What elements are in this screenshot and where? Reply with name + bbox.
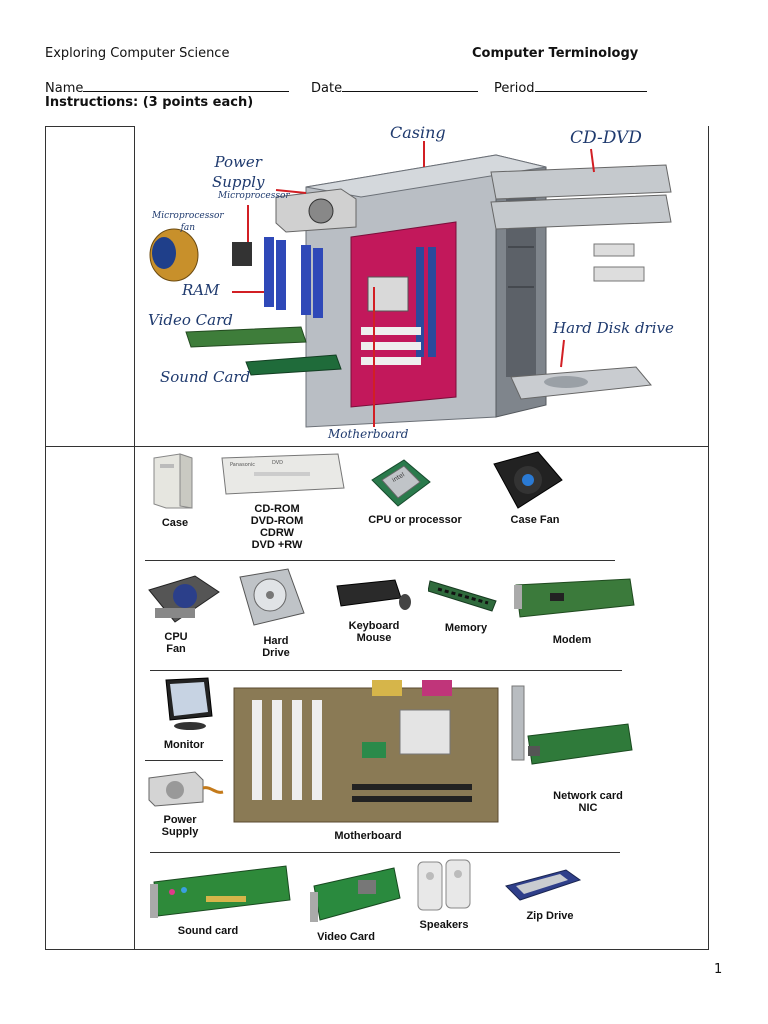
label-ram: RAM	[182, 281, 220, 299]
label-video-card: Video Card	[148, 311, 233, 329]
sound-card-shape	[245, 354, 342, 376]
ram-shape	[264, 237, 323, 318]
label-cpu-fan: CPU Fan	[164, 631, 188, 655]
worksheet-title: Computer Terminology	[472, 46, 639, 61]
label-speakers: Speakers	[419, 919, 469, 931]
keyboard-mouse-icon	[336, 579, 411, 610]
memory-icon	[428, 580, 497, 612]
cd-logo-text: DVD	[272, 460, 283, 466]
label-power-supply: Power Supply	[161, 814, 199, 838]
label-case: Case	[161, 517, 189, 529]
power-supply-icon	[148, 771, 224, 807]
label-cd-dvd: CD-DVD	[570, 128, 642, 148]
course-title: Exploring Computer Science	[45, 46, 230, 61]
cd-dvd-shape	[490, 164, 672, 282]
label-motherboard: Motherboard	[328, 427, 409, 441]
label-microprocessor: Microprocessor	[218, 191, 290, 201]
exploded-computer-diagram	[149, 141, 672, 428]
date-field[interactable]: Date	[311, 79, 479, 96]
answer-cell-2[interactable]	[45, 446, 135, 950]
label-hard-drive: Hard Drive	[262, 635, 290, 659]
case-icon	[153, 453, 193, 509]
label-power-supply: Power Supply	[212, 153, 265, 191]
name-label: Name	[45, 81, 84, 96]
name-field[interactable]: Name	[45, 79, 290, 96]
zip-drive-icon	[505, 869, 582, 901]
hard-disk-drive-shape	[510, 366, 652, 400]
divider-3a	[145, 760, 223, 761]
label-sound-card: Sound Card	[160, 368, 251, 386]
divider-2	[150, 670, 622, 671]
cd-rom-drive-icon: Panasonic DVD	[221, 453, 345, 495]
page-number: 1	[714, 962, 723, 977]
period-line[interactable]	[534, 79, 647, 92]
date-label: Date	[311, 81, 343, 96]
cpu-processor-icon: intel	[371, 459, 431, 507]
label-zip-drive: Zip Drive	[526, 910, 574, 922]
answer-cell-1[interactable]	[45, 126, 135, 447]
label-microprocessor-fan: Microprocessor fan	[152, 211, 224, 233]
sound-card-icon	[150, 865, 291, 918]
video-card-shape	[185, 326, 307, 348]
instructions: Instructions: (3 points each)	[45, 95, 254, 110]
label-sound-card: Sound card	[177, 925, 239, 937]
speakers-icon	[417, 859, 471, 911]
period-field[interactable]: Period	[494, 79, 647, 96]
label-modem: Modem	[552, 634, 592, 646]
period-label: Period	[494, 81, 535, 96]
label-keyboard-mouse: Keyboard Mouse	[348, 620, 400, 644]
monitor-icon	[165, 677, 213, 730]
cd-brand-text: Panasonic	[230, 462, 255, 468]
network-card-icon	[511, 685, 633, 765]
case-fan-icon	[493, 451, 563, 509]
label-casing: Casing	[390, 123, 446, 142]
hard-drive-icon	[239, 568, 305, 626]
label-network-card: Network card NIC	[553, 790, 623, 814]
microprocessor-fan-shape	[149, 228, 199, 282]
label-monitor: Monitor	[163, 739, 205, 751]
image-cell-2	[134, 446, 709, 950]
label-case-fan: Case Fan	[510, 514, 560, 526]
date-line[interactable]	[342, 79, 479, 92]
motherboard-icon	[233, 680, 499, 823]
name-line[interactable]	[83, 79, 290, 92]
label-memory: Memory	[444, 622, 488, 634]
label-hard-disk-drive: Hard Disk drive	[553, 319, 674, 337]
label-cd-rom: CD-ROM DVD-ROM CDRW DVD +RW	[250, 503, 304, 551]
power-supply-shape	[275, 188, 357, 233]
divider-4	[150, 852, 620, 853]
label-cpu-processor: CPU or processor	[368, 514, 462, 526]
cpu-fan-icon	[148, 575, 220, 623]
motherboard-shape	[350, 221, 457, 408]
microprocessor-shape	[232, 242, 252, 266]
label-motherboard: Motherboard	[334, 830, 402, 842]
modem-icon	[514, 578, 635, 618]
video-card-icon	[310, 867, 401, 922]
divider-1	[145, 560, 615, 561]
label-video-card: Video Card	[317, 931, 375, 943]
